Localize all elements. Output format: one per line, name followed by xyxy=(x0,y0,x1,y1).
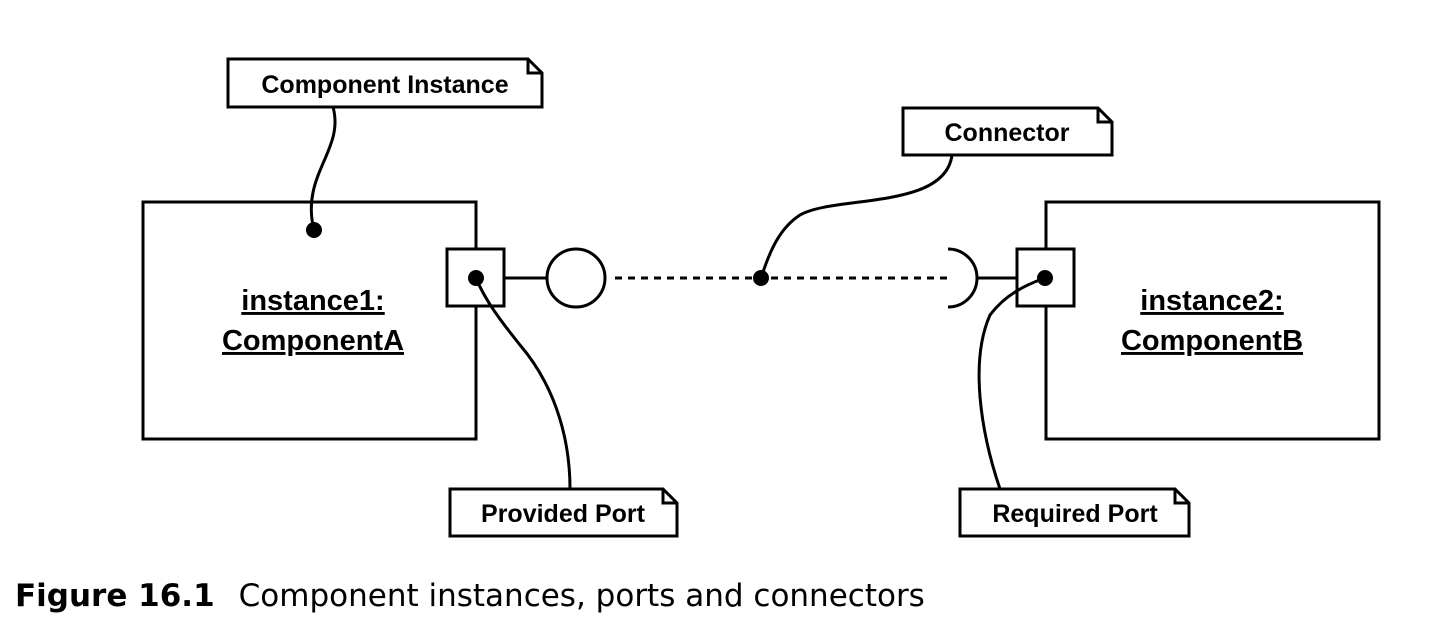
figure-caption-text: Component instances, ports and connector… xyxy=(238,578,925,614)
provided-port xyxy=(445,247,506,308)
component-instance1: instance1: ComponentA xyxy=(141,200,478,441)
anchor-dot-provided-port xyxy=(468,270,484,286)
note-connector: Connector xyxy=(901,106,1114,157)
figure-number: Figure 16.1 xyxy=(15,578,215,614)
anchor-provided-port xyxy=(474,277,572,490)
anchor-component-instance xyxy=(309,106,337,231)
figure-caption: Figure 16.1 Component instances, ports an… xyxy=(15,578,925,614)
note-connector-label: Connector xyxy=(945,119,1070,147)
anchor-required-port xyxy=(977,276,1046,490)
anchor-dot-connector xyxy=(753,270,769,286)
anchor-dot-required-port xyxy=(1037,270,1053,286)
anchor-connector xyxy=(759,154,954,279)
note-provided-port-label: Provided Port xyxy=(481,500,646,528)
note-provided-port: Provided Port xyxy=(448,487,679,538)
component-instance1-name: instance1: xyxy=(241,285,384,317)
component-instance2-type: ComponentB xyxy=(1121,325,1303,357)
note-component-instance: Component Instance xyxy=(226,57,544,109)
component-instance2: instance2: ComponentB xyxy=(1044,200,1381,441)
note-required-port-label: Required Port xyxy=(992,500,1158,528)
note-required-port: Required Port xyxy=(958,487,1191,538)
component-diagram: instance1: ComponentA instance2: Compone… xyxy=(141,57,1381,538)
required-interface-socket xyxy=(947,247,979,309)
component-instance2-name: instance2: xyxy=(1140,285,1283,317)
provided-interface-ball xyxy=(545,247,607,309)
note-component-instance-label: Component Instance xyxy=(261,71,508,99)
anchor-dot-component-instance xyxy=(306,222,322,238)
component-instance1-type: ComponentA xyxy=(222,325,404,357)
